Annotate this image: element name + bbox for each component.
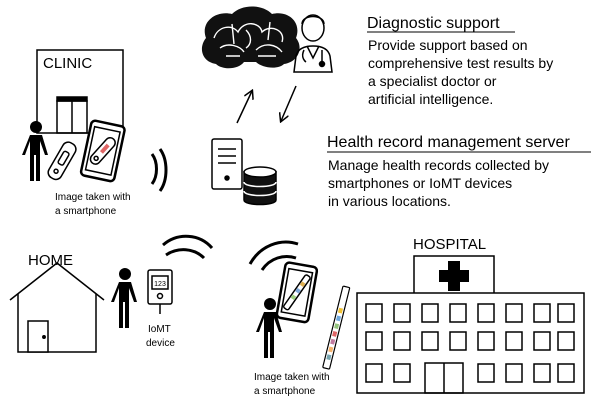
home-signal-icon <box>162 234 214 260</box>
clinic-caption-2: a smartphone <box>55 206 117 217</box>
clinic-caption-1: Image taken with <box>55 192 131 203</box>
diagnostic-support-heading: Diagnostic support <box>367 15 500 32</box>
hospital-window <box>477 303 495 323</box>
server-line-2: smartphones or IoMT devices <box>328 175 512 191</box>
hospital-windows <box>365 303 575 383</box>
iomt-device-icon <box>147 269 173 314</box>
hospital-window <box>393 331 411 351</box>
home-label: HOME <box>28 252 73 269</box>
server-heading: Health record management server <box>327 134 570 151</box>
hospital-caption-1: Image taken with <box>254 372 330 383</box>
diagnostic-line-1: Provide support based on <box>368 37 528 53</box>
hospital-window <box>477 331 495 351</box>
hospital-window <box>449 303 467 323</box>
hospital-window <box>421 303 439 323</box>
arrow-to-brain <box>236 91 252 124</box>
hospital-caption-2: a smartphone <box>254 386 316 397</box>
home-patient-icon <box>111 268 137 328</box>
database-icon <box>243 166 277 206</box>
hospital-window <box>421 331 439 351</box>
clinic-signal-icon <box>150 148 168 192</box>
hospital-window <box>393 303 411 323</box>
red-cross-icon <box>439 261 469 291</box>
clinic-building <box>36 49 124 134</box>
brain-icon <box>201 6 300 69</box>
hospital-window <box>365 363 383 383</box>
diagnostic-line-4: artificial intelligence. <box>368 91 493 107</box>
test-strip-icon <box>47 141 77 181</box>
hospital-building <box>356 255 585 394</box>
clinic-smartphone-icon <box>79 119 126 183</box>
hospital-signal-icon <box>248 240 299 271</box>
hospital-window <box>365 331 383 351</box>
server-icon <box>211 138 243 190</box>
hospital-window <box>477 363 495 383</box>
hospital-window <box>365 303 383 323</box>
urine-test-strip-icon <box>322 285 351 370</box>
diagnostic-line-2: comprehensive test results by <box>368 55 553 71</box>
server-line-3: in various locations. <box>328 193 451 209</box>
hospital-window <box>533 363 551 383</box>
hospital-window <box>449 331 467 351</box>
hospital-window <box>505 331 523 351</box>
hospital-window <box>533 303 551 323</box>
diagnostic-line-3: a specialist doctor or <box>368 73 497 89</box>
hospital-smartphone-icon <box>275 261 319 324</box>
server-line-1: Manage health records collected by <box>328 157 549 173</box>
hospital-window <box>557 303 575 323</box>
hospital-window <box>393 363 411 383</box>
clinic-label: CLINIC <box>43 55 92 72</box>
hospital-window <box>557 363 575 383</box>
hospital-label: HOSPITAL <box>413 236 486 253</box>
hospital-window <box>505 303 523 323</box>
hospital-window <box>533 331 551 351</box>
iomt-caption-2: device <box>146 338 175 349</box>
hospital-window <box>557 331 575 351</box>
home-building <box>9 262 105 353</box>
iomt-caption-1: IoMT <box>148 324 171 335</box>
arrow-to-server <box>281 85 297 121</box>
hospital-window <box>505 363 523 383</box>
doctor-icon <box>293 14 333 73</box>
iomt-screen-value: 123 <box>154 281 166 288</box>
